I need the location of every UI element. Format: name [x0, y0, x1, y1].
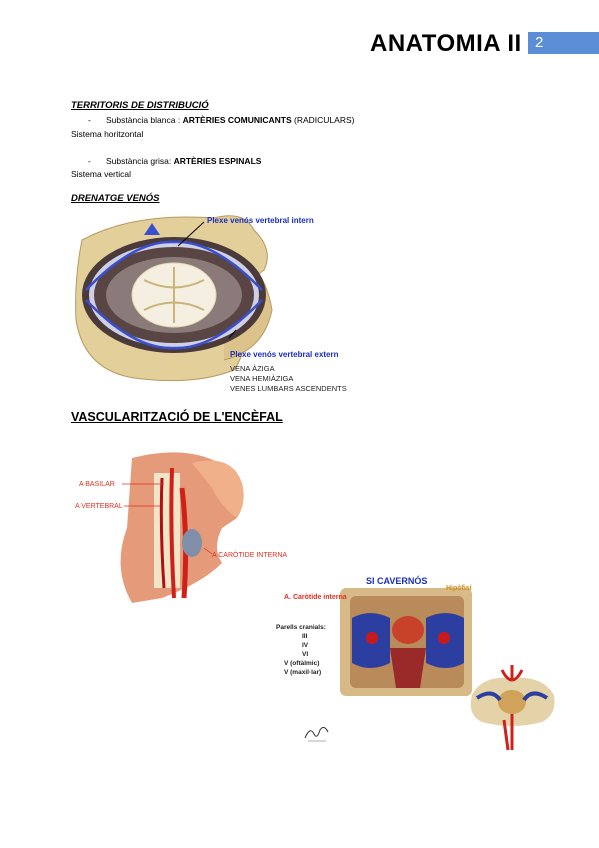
bullet-prefix: Substància blanca : [106, 115, 183, 125]
label-a-carotide: A CARÒTIDE INTERNA [212, 550, 287, 559]
neck-arteries-figure: A BASILAR A VERTEBRAL A CARÒTIDE INTERNA [75, 452, 287, 603]
page-number: 2 [535, 34, 544, 51]
heading-vascularitzacio: VASCULARITZACIÓ DE L'ENCÈFAL [71, 410, 283, 424]
bullet-dash: - [88, 115, 91, 125]
spinal-venous-plexus-figure: Plexe venós vertebral intern Plexe venós… [75, 215, 347, 393]
note-vertical: Sistema vertical [71, 169, 131, 179]
label-hipofisi: Hipòfisi [446, 585, 472, 592]
page-number-badge [528, 32, 599, 54]
circle-of-willis-figure [470, 665, 555, 751]
bullet-substancia-blanca: - Substància blanca : ARTÈRIES COMUNICANT… [88, 115, 354, 125]
label-parell-v-oftalmic: V (oftàlmic) [284, 660, 319, 667]
label-parell-v-maxillar: V (maxil·lar) [284, 669, 321, 676]
bullet-bold: ARTÈRIES ESPINALS [173, 156, 262, 166]
bullet-substancia-grisa: - Substància grisa: ARTÈRIES ESPINALS [88, 156, 261, 166]
bullet-suffix: (RADICULARS) [291, 115, 355, 125]
label-parell-vi: VI [302, 651, 308, 658]
label-parell-iii: III [302, 633, 308, 640]
label-venes-lumbars: VENES LUMBARS ASCENDENTS [230, 384, 347, 393]
label-si-cavernos: SI CAVERNÓS [366, 575, 427, 586]
label-parell-iv: IV [302, 642, 309, 649]
label-a-basilar: A BASILAR [79, 481, 115, 488]
label-vena-hemiaziga: VENA HEMIÀZIGA [230, 374, 293, 383]
label-a-vertebral: A VERTEBRAL [75, 503, 123, 510]
bullet-dash: - [88, 156, 91, 166]
cavernous-sinus-figure: SI CAVERNÓS Hipòfisi A. Caròtide interna… [276, 575, 472, 696]
label-plexe-extern: Plexe venós vertebral extern [230, 350, 339, 359]
label-carotide-interna: A. Caròtide interna [284, 594, 347, 601]
signature-logo [304, 726, 329, 742]
heading-territoris: TERRITORIS DE DISTRIBUCIÓ [71, 100, 209, 111]
heading-drenatge: DRENATGE VENÓS [71, 193, 160, 204]
label-plexe-intern: Plexe venós vertebral intern [207, 216, 314, 225]
bullet-prefix: Substància grisa: [106, 156, 174, 166]
label-parells-cranials: Parells cranials: [276, 624, 326, 631]
bullet-bold: ARTÈRIES COMUNICANTS [182, 115, 292, 125]
page-title: ANATOMIA II [370, 30, 522, 57]
label-vena-aziga: VENA ÀZIGA [230, 364, 275, 373]
note-horitzontal: Sistema horitzontal [71, 129, 144, 139]
